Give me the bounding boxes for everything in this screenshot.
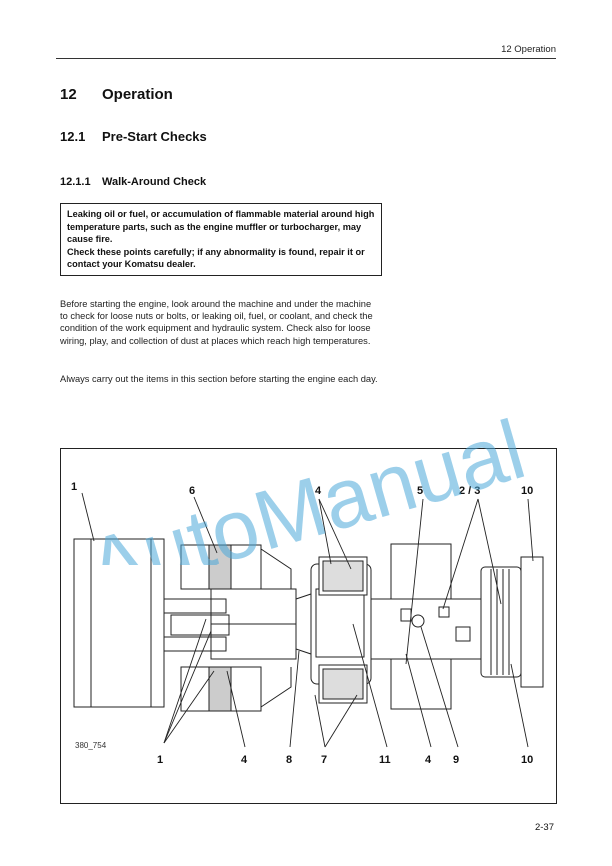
- filter-cap: [411, 614, 425, 628]
- header-rule: [56, 58, 556, 59]
- subsection-title: Walk-Around Check: [102, 176, 207, 188]
- callout-4-top: 4: [315, 485, 322, 497]
- callout-10-bottom: 10: [521, 754, 534, 766]
- callout-9-bottom: 9: [453, 754, 460, 766]
- callout-7-bottom: 7: [321, 754, 328, 766]
- bucket-shape: [73, 538, 165, 708]
- body-paragraph-walkaround: Before starting the engine, look around …: [60, 299, 373, 346]
- articulation-joint: [295, 593, 312, 655]
- page-number: 2-37: [534, 822, 554, 833]
- subsection-number: 12.1.1: [60, 176, 91, 188]
- chapter-number: 12: [60, 86, 77, 103]
- warning-box: Leaking oil or fuel, or accumulation of …: [60, 203, 382, 276]
- body-paragraph-daily: Always carry out the items in this secti…: [60, 374, 378, 384]
- chapter-title: Operation: [102, 86, 173, 103]
- fig-reference-code: 380_754: [75, 741, 107, 750]
- callout-1-top: 1: [71, 481, 78, 493]
- callout-10-top: 10: [521, 485, 534, 497]
- center-frame-box: [315, 588, 365, 658]
- callout-4-bottom-b: 4: [425, 754, 432, 766]
- callout-5-top: 5: [417, 485, 424, 497]
- subsection-heading: 12.1.1 Walk-Around Check: [60, 176, 206, 188]
- section-number: 12.1: [60, 129, 86, 144]
- loader-arm-lower: [163, 636, 227, 652]
- counterweight: [520, 556, 544, 688]
- chapter-heading: 12 Operation: [60, 86, 173, 103]
- engine-hood: [370, 598, 482, 660]
- machine-figure: 1 6 4 5 2 / 3 10 380_754 1 4 8 7 11 4 9 …: [60, 448, 557, 804]
- machine-top-view-drawing: [73, 492, 544, 748]
- section-title: Pre-Start Checks: [102, 129, 207, 144]
- callout-6-top: 6: [189, 485, 196, 497]
- callout-1-bottom: 1: [157, 754, 164, 766]
- running-header: 12 Operation: [501, 44, 556, 55]
- warning-text-fire: Leaking oil or fuel, or accumulation of …: [67, 209, 375, 245]
- warning-text-check: Check these points carefully; if any abn…: [67, 246, 365, 270]
- loader-arm-upper: [163, 598, 227, 614]
- callout-4-bottom-a: 4: [241, 754, 248, 766]
- callout-8-bottom: 8: [286, 754, 293, 766]
- callout-11-bottom: 11: [379, 754, 391, 766]
- callout-2-3-top: 2 / 3: [459, 485, 481, 497]
- section-heading: 12.1 Pre-Start Checks: [60, 129, 207, 144]
- radiator: [480, 566, 522, 678]
